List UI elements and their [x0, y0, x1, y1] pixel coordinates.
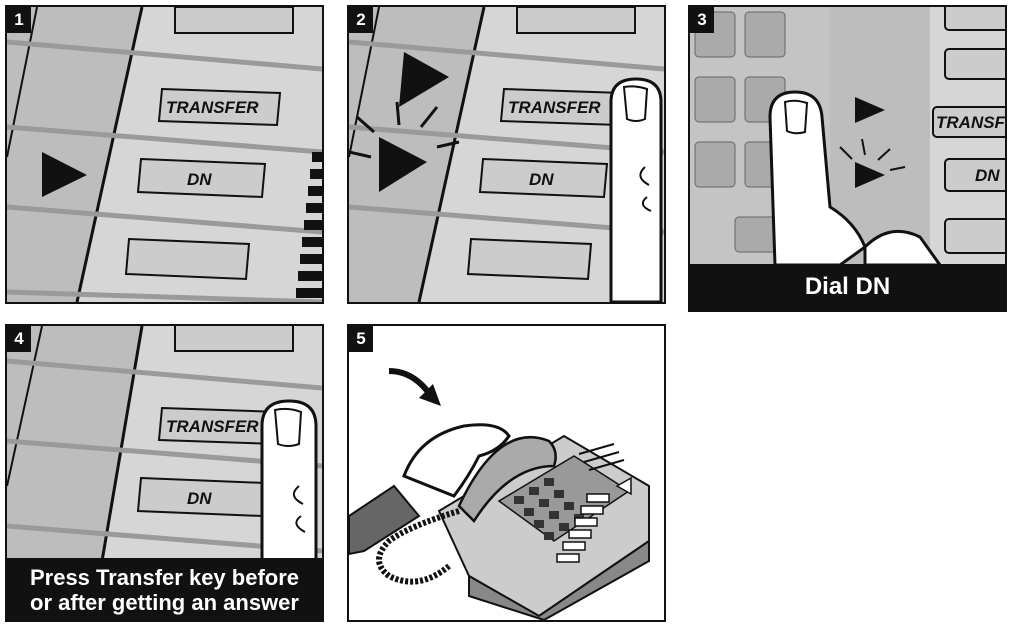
blank-key: [126, 239, 249, 279]
step-number: 1: [7, 7, 31, 33]
step-caption: Dial DN: [690, 264, 1005, 310]
finger-icon: [611, 79, 661, 302]
step-1-panel: TRANSFER DN 1: [5, 5, 324, 304]
console-press-illustration: TRANSFER DN: [349, 7, 664, 302]
step-3-panel: TRANSF DN 3 Dial DN: [688, 5, 1007, 312]
dn-key-label: DN: [529, 170, 554, 189]
dn-key: DN: [945, 159, 1005, 191]
dn-key-label: DN: [975, 166, 1000, 185]
dn-key: DN: [138, 159, 265, 197]
step-4-panel: TRANSFER DN 4 Press Transfer key before …: [5, 324, 324, 622]
console-illustration: TRANSFER DN: [7, 7, 322, 302]
step-caption-line-2: or after getting an answer: [7, 590, 322, 615]
step-caption-line-1: Press Transfer key before: [7, 565, 322, 590]
transfer-key: TRANSFER: [501, 89, 622, 125]
transfer-key-label: TRANSF: [936, 113, 1005, 132]
hang-up-illustration: [349, 326, 664, 620]
transfer-key-label: TRANSFER: [508, 98, 601, 117]
transfer-key: TRANSFER: [159, 89, 280, 125]
blank-key: [468, 239, 591, 279]
dn-key-label: DN: [187, 489, 212, 508]
step-caption: Press Transfer key before or after getti…: [7, 558, 322, 620]
transfer-key-label: TRANSFER: [166, 417, 259, 436]
dn-key: DN: [138, 478, 265, 516]
step-2-panel: TRANSFER DN 2: [347, 5, 666, 304]
dn-key: DN: [480, 159, 607, 197]
step-number: 4: [7, 326, 31, 352]
step-number: 5: [349, 326, 373, 352]
dial-illustration: TRANSF DN: [690, 7, 1005, 265]
step-number: 3: [690, 7, 714, 33]
transfer-key-label: TRANSFER: [166, 98, 259, 117]
step-5-panel: 5: [347, 324, 666, 622]
step-number: 2: [349, 7, 373, 33]
dn-key-label: DN: [187, 170, 212, 189]
transfer-key: TRANSF: [933, 107, 1005, 137]
